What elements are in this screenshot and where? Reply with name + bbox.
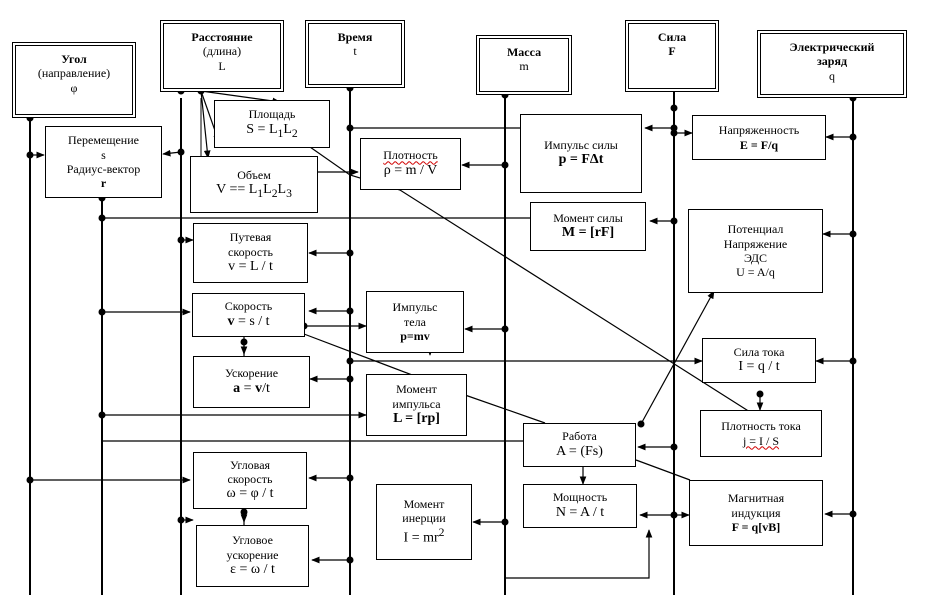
velocity-label: Скорость [224, 299, 273, 314]
charge-title-2: заряд [816, 54, 848, 69]
angular-momentum-formula: L = [rp] [393, 410, 440, 426]
angular-momentum-label-2: импульса [392, 396, 441, 411]
displacement-label: Перемещение [68, 133, 139, 148]
base-mass-box: Масса m [476, 35, 572, 95]
magnetic-label-2: индукция [731, 505, 781, 520]
inertia-formula: I = mr2 [403, 525, 445, 546]
current-density-box: Плотность тока j = I / S [700, 410, 822, 457]
momentum-label-2: тела [404, 314, 426, 329]
mass-title: Масса [506, 45, 542, 59]
angular-speed-box: Угловая скорость ω = φ / t [193, 452, 307, 509]
momentum-label-1: Импульс [392, 300, 438, 315]
momentum-formula: p=mv [400, 329, 430, 344]
force-title: Сила [657, 30, 687, 44]
base-angle-box: Угол (направление) φ [12, 42, 136, 118]
inertia-label-2: инерции [402, 511, 446, 526]
velocity-formula: v = s / t [227, 313, 270, 329]
impulse-box: Импульс силы p = FΔt [520, 114, 642, 193]
inertia-label-1: Момент [403, 496, 445, 511]
area-formula: S = L1L2 [246, 121, 298, 140]
charge-title: Электрический [789, 40, 875, 54]
potential-label-1: Потенциал [727, 222, 784, 237]
volume-formula: V == L1L2L3 [216, 182, 292, 201]
charge-symbol: q [829, 68, 835, 83]
work-label: Работа [562, 429, 597, 444]
distance-title: Расстояние [191, 30, 253, 44]
displacement-box: Перемещение s Радиус-вектор r [45, 126, 162, 198]
work-formula: A = (Fs) [556, 443, 603, 459]
area-label: Площадь [248, 107, 296, 122]
power-formula: N = A / t [555, 504, 605, 520]
density-box: Плотность ρ = m / V [360, 138, 461, 190]
distance-symbol: L [218, 58, 226, 73]
field-label: Напряженность [718, 123, 800, 138]
work-box: Работа A = (Fs) [523, 423, 636, 467]
torque-label: Момент силы [553, 210, 623, 225]
distance-sub: (длина) [202, 44, 242, 59]
power-box: Мощность N = A / t [523, 484, 637, 528]
angular-accel-label-1: Угловое [232, 533, 273, 548]
path-speed-box: Путевая скорость v = L / t [193, 223, 308, 283]
angle-title: Угол [61, 52, 87, 66]
angular-accel-formula: ε = ω / t [230, 561, 275, 577]
angular-speed-formula: ω = φ / t [226, 486, 274, 502]
current-density-label: Плотность тока [721, 419, 801, 434]
magnetic-formula: F = q[vB] [731, 520, 781, 535]
field-formula: E = F/q [739, 137, 779, 152]
magnetic-box: Магнитная индукция F = q[vB] [689, 480, 823, 546]
mass-symbol: m [519, 59, 529, 74]
impulse-label: Импульс силы [544, 137, 618, 152]
path-speed-formula: v = L / t [228, 258, 273, 274]
potential-box: Потенциал Напряжение ЭДС U = A/q [688, 209, 823, 293]
base-charge-box: Электрический заряд q [757, 30, 907, 98]
acceleration-formula: a = v/t [233, 380, 270, 396]
volume-label: Объем [237, 167, 271, 182]
potential-label-2: Напряжение [723, 236, 788, 251]
impulse-formula: p = FΔt [558, 152, 604, 168]
angle-sub: (направление) [37, 66, 111, 81]
angular-momentum-label-1: Момент [396, 382, 437, 397]
time-title: Время [337, 30, 373, 44]
velocity-box: Скорость v = s / t [192, 293, 305, 337]
angular-accel-box: Угловое ускорение ε = ω / t [196, 525, 309, 587]
path-speed-label-2: скорость [228, 244, 273, 259]
base-distance-box: Расстояние (длина) L [160, 20, 284, 92]
potential-formula: U = A/q [736, 265, 775, 280]
angular-accel-label-2: ускорение [226, 547, 279, 562]
field-box: Напряженность E = F/q [692, 115, 826, 160]
inertia-box: Момент инерции I = mr2 [376, 484, 472, 560]
torque-formula: M = [rF] [561, 225, 615, 241]
density-formula: ρ = m / V [383, 162, 438, 178]
path-speed-label-1: Путевая [229, 230, 272, 245]
angular-momentum-box: Момент импульса L = [rp] [366, 374, 467, 436]
angular-speed-label-2: скорость [227, 472, 273, 487]
torque-box: Момент силы M = [rF] [530, 202, 646, 251]
base-time-box: Время t [305, 20, 405, 88]
current-formula: I = q / t [738, 359, 780, 375]
potential-label-3: ЭДС [743, 251, 768, 265]
radius-vector-label: Радиус-вектор [66, 162, 141, 176]
base-force-box: Сила F [625, 20, 719, 92]
force-symbol: F [668, 44, 676, 59]
angle-symbol: φ [70, 80, 78, 95]
acceleration-box: Ускорение a = v/t [193, 356, 310, 408]
radius-vector-symbol: r [100, 176, 107, 191]
angular-speed-label-1: Угловая [229, 457, 271, 472]
acceleration-label: Ускорение [224, 366, 279, 381]
magnetic-label-1: Магнитная [727, 491, 785, 506]
area-box: Площадь S = L1L2 [214, 100, 330, 148]
power-label: Мощность [552, 490, 608, 505]
current-box: Сила тока I = q / t [702, 338, 816, 383]
volume-box: Объем V == L1L2L3 [190, 156, 318, 213]
current-label: Сила тока [733, 344, 785, 359]
displacement-symbol: s [101, 147, 106, 162]
density-label: Плотность [383, 148, 438, 163]
current-density-formula: j = I / S [742, 433, 780, 448]
time-symbol: t [353, 44, 357, 59]
momentum-box: Импульс тела p=mv [366, 291, 464, 353]
